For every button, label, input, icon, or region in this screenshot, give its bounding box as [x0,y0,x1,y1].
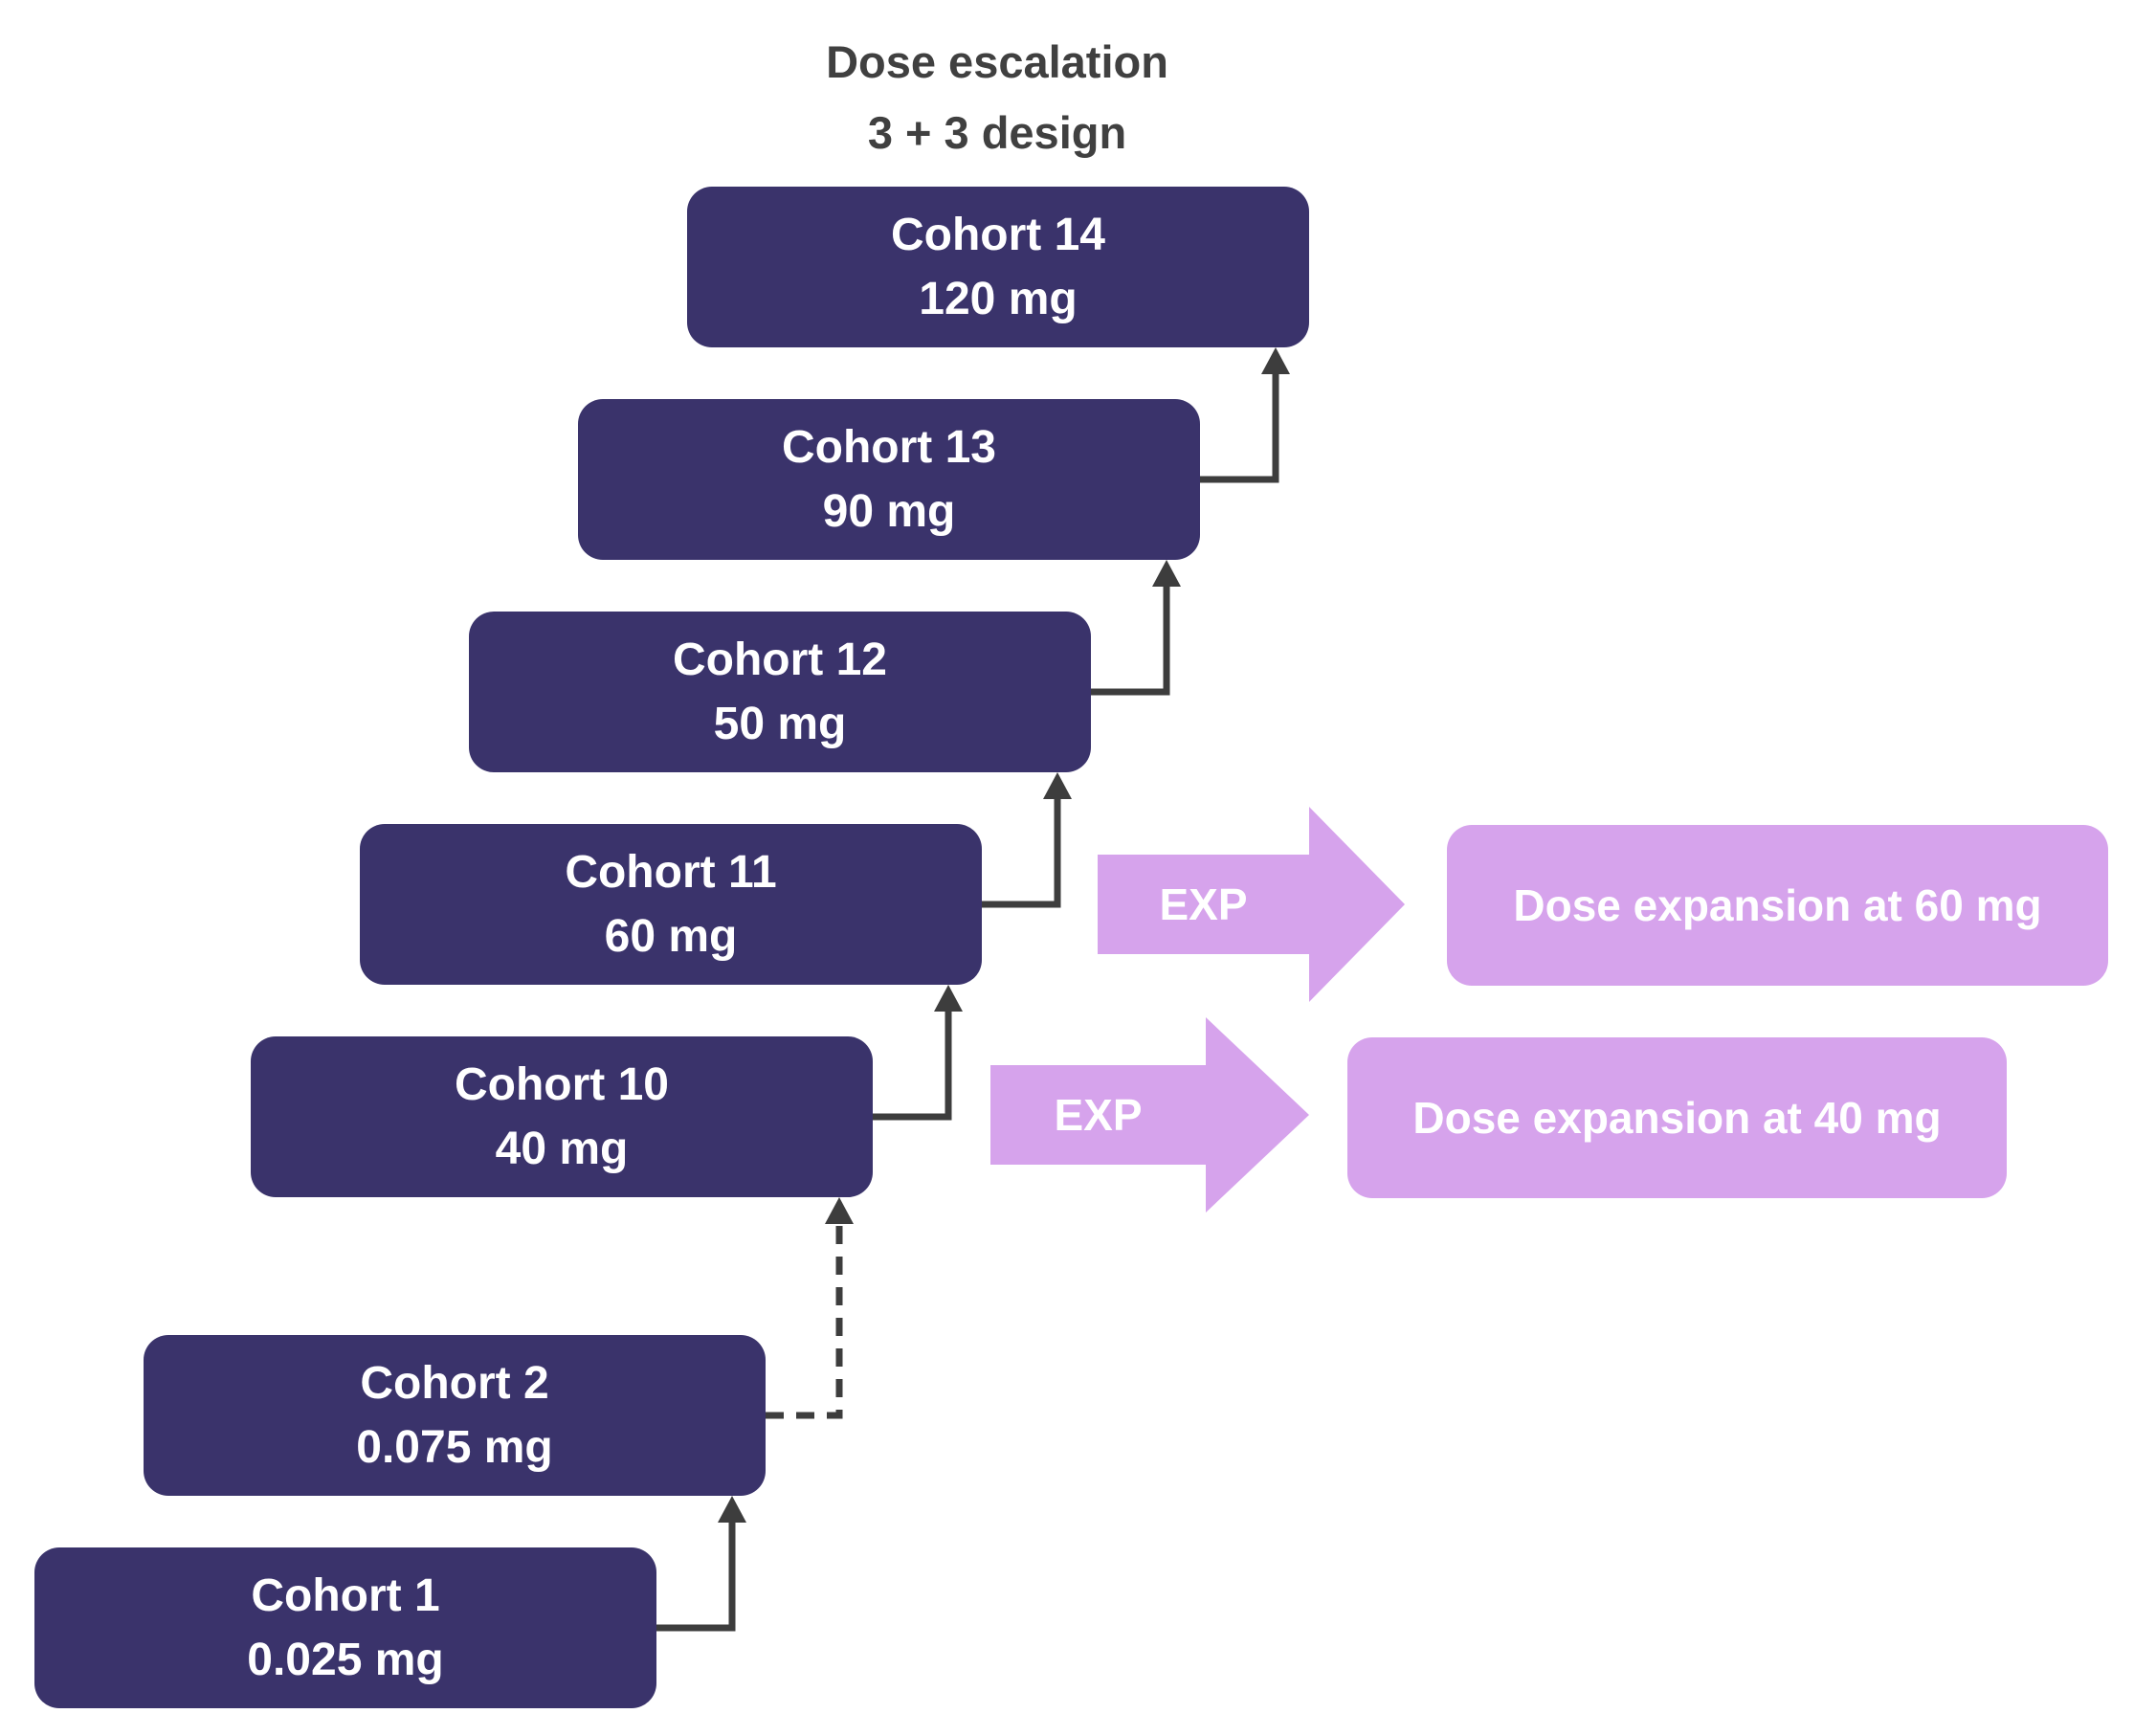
cohort-13-dose: 90 mg [822,486,956,537]
cohort-1-dose: 0.025 mg [247,1635,444,1685]
cohort-11-name: Cohort 11 [565,847,777,898]
diagram-title-line1: Dose escalation [826,36,1168,87]
arrowhead-cohort11-icon [934,985,963,1012]
cohort-2-name: Cohort 2 [360,1358,549,1409]
cohort-10-dose: 40 mg [495,1124,629,1174]
expansion-box-40mg: Dose expansion at 40 mg [1347,1037,2007,1198]
cohort-12-name: Cohort 12 [672,634,887,685]
cohort-1-name: Cohort 1 [251,1570,440,1621]
cohort-10-name: Cohort 10 [454,1059,669,1110]
exp-arrow-60mg-icon [1098,807,1405,1002]
exp-label-60mg: EXP [1159,879,1248,929]
arrowhead-cohort14-icon [1261,347,1290,374]
connector-cohort12-cohort13 [1091,585,1170,696]
exp-label-40mg: EXP [1054,1090,1143,1140]
cohort-box-12: Cohort 12 50 mg [469,612,1091,772]
cohort-13-name: Cohort 13 [781,422,996,473]
cohort-12-dose: 50 mg [713,699,847,749]
cohort-14-dose: 120 mg [919,274,1078,324]
exp-arrow-40mg-icon [990,1017,1309,1213]
cohort-box-14: Cohort 14 120 mg [687,187,1309,347]
cohort-box-11: Cohort 11 60 mg [360,824,982,985]
cohort-box-1: Cohort 1 0.025 mg [34,1547,656,1708]
cohort-11-dose: 60 mg [604,911,738,962]
connector-cohort13-cohort14 [1200,372,1279,483]
expansion-60mg-label: Dose expansion at 60 mg [1513,880,2042,930]
connector-cohort11-cohort12 [982,797,1061,908]
arrowhead-cohort2-icon [718,1496,746,1523]
diagram-title-line2: 3 + 3 design [867,107,1127,158]
arrowhead-cohort13-icon [1152,560,1181,587]
arrowhead-cohort10-icon [825,1197,854,1224]
connector-cohort2-cohort10-dashed [766,1224,843,1419]
cohort-box-13: Cohort 13 90 mg [578,399,1200,560]
cohort-box-2: Cohort 2 0.075 mg [144,1335,766,1496]
expansion-box-60mg: Dose expansion at 60 mg [1447,825,2108,986]
expansion-40mg-label: Dose expansion at 40 mg [1412,1093,1942,1143]
cohort-14-name: Cohort 14 [890,210,1105,260]
connector-cohort10-cohort11 [873,1010,952,1121]
diagram-title: Dose escalation 3 + 3 design [662,27,1332,168]
arrowhead-cohort12-icon [1043,772,1072,799]
cohort-box-10: Cohort 10 40 mg [251,1036,873,1197]
cohort-2-dose: 0.075 mg [356,1422,553,1473]
connector-cohort1-cohort2 [656,1521,736,1632]
